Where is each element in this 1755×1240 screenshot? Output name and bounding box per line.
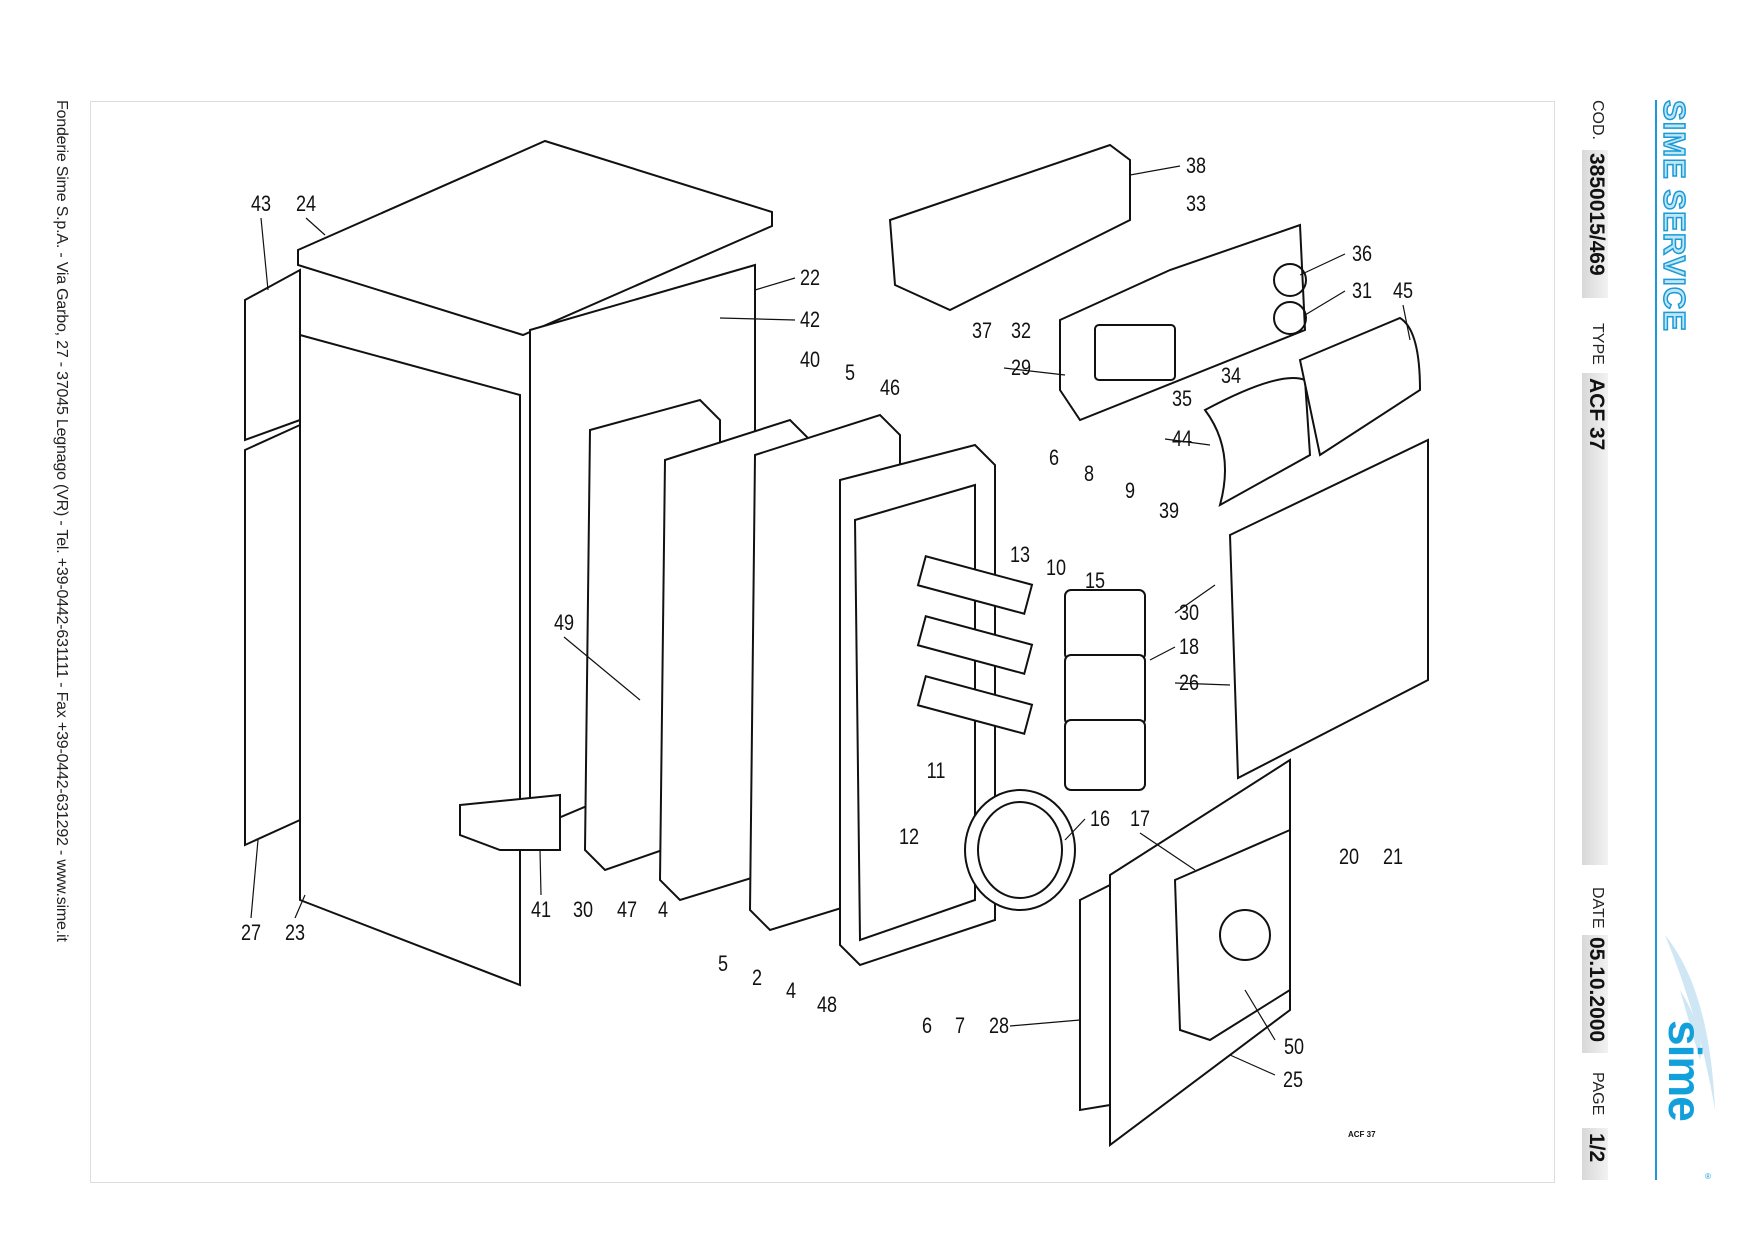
callout-number: 34 [1220,363,1242,388]
type-box [1582,373,1608,865]
callout-number: 27 [240,920,262,945]
registered-mark-icon: ® [1705,1172,1711,1181]
callout-number: 21 [1382,844,1404,869]
callout-number: 44 [1171,426,1193,451]
brand-divider [1655,100,1657,1180]
cod-box [1582,150,1608,298]
callout-number: 36 [1351,241,1373,266]
brand-title: SIME SERVICE [1656,99,1693,332]
side-panel [299,333,521,987]
callout-number: 49 [553,610,575,635]
callout-number: 5 [844,360,856,385]
callout-number: 9 [1124,478,1136,503]
control-box [888,143,1131,312]
logo-swoosh-icon [1665,935,1715,1110]
callout-number: 8 [1083,461,1095,486]
drawing-frame [90,101,1555,1183]
control-panel [1059,223,1307,422]
model-reference: ACF 37 [1348,1130,1376,1139]
callout-number: 26 [1178,670,1200,695]
callout-number: 5 [717,951,729,976]
callout-number: 23 [284,920,306,945]
callout-number: 6 [1048,445,1060,470]
leader-lines [250,165,1411,1076]
page-box [1582,1128,1608,1180]
callout-number: 4 [657,897,669,922]
callout-number: 45 [1392,278,1414,303]
date-value: 05.10.2000 [1585,937,1608,1043]
callout-number: 29 [1010,355,1032,380]
left-side-panel-front [244,423,301,847]
callout-number: 15 [1084,568,1106,593]
callout-number: 33 [1185,191,1207,216]
callout-number: 31 [1351,278,1373,303]
callout-number: 38 [1185,153,1207,178]
callout-number: 16 [1089,806,1111,831]
callout-number: 20 [1338,844,1360,869]
callout-number: 47 [616,897,638,922]
callout-number: 28 [988,1013,1010,1038]
front-cover-right [1298,316,1422,457]
callout-number: 2 [751,965,763,990]
callout-number: 6 [921,1013,933,1038]
callout-number: 22 [799,265,821,290]
front-door [1228,438,1429,780]
callout-number: 30 [1178,600,1200,625]
page-label: PAGE [1589,1072,1606,1116]
callout-number: 17 [1129,806,1151,831]
burner-bars [916,555,1146,791]
callout-number: 43 [250,191,272,216]
front-cover-left [1203,377,1312,508]
page-value: 1/2 [1585,1133,1608,1163]
callout-number: 11 [926,758,946,783]
callout-number: 12 [898,824,920,849]
callout-number: 7 [954,1013,966,1038]
sime-logo: sime [1659,1020,1711,1121]
type-value: ACF 37 [1585,378,1608,451]
callout-number: 18 [1178,634,1200,659]
cod-label: COD. [1589,100,1606,140]
callout-number: 41 [530,897,552,922]
callout-number: 10 [1045,555,1067,580]
callout-number: 24 [295,191,317,216]
callout-number: 30 [572,897,594,922]
callout-number: 40 [799,347,821,372]
callout-number: 48 [816,992,838,1017]
cod-value: 3850015/469 [1585,153,1608,276]
top-cover [297,139,773,337]
bracket [459,793,561,851]
callout-number: 50 [1283,1034,1305,1059]
callout-number: 42 [799,307,821,332]
callout-number: 39 [1158,498,1180,523]
burner-plate [1173,828,1291,1042]
insulation-panel [1079,883,1111,1112]
callout-number: 13 [1009,542,1031,567]
callout-number: 4 [785,978,797,1003]
callout-number: 37 [971,318,993,343]
date-label: DATE [1589,887,1606,929]
type-label: TYPE [1589,323,1606,365]
callout-number: 35 [1171,386,1193,411]
left-side-panel-rear [244,268,301,442]
callout-number: 25 [1282,1067,1304,1092]
date-box [1582,935,1608,1053]
callout-number: 32 [1010,318,1032,343]
callout-number: 46 [879,375,901,400]
flue-collar [964,789,1076,911]
